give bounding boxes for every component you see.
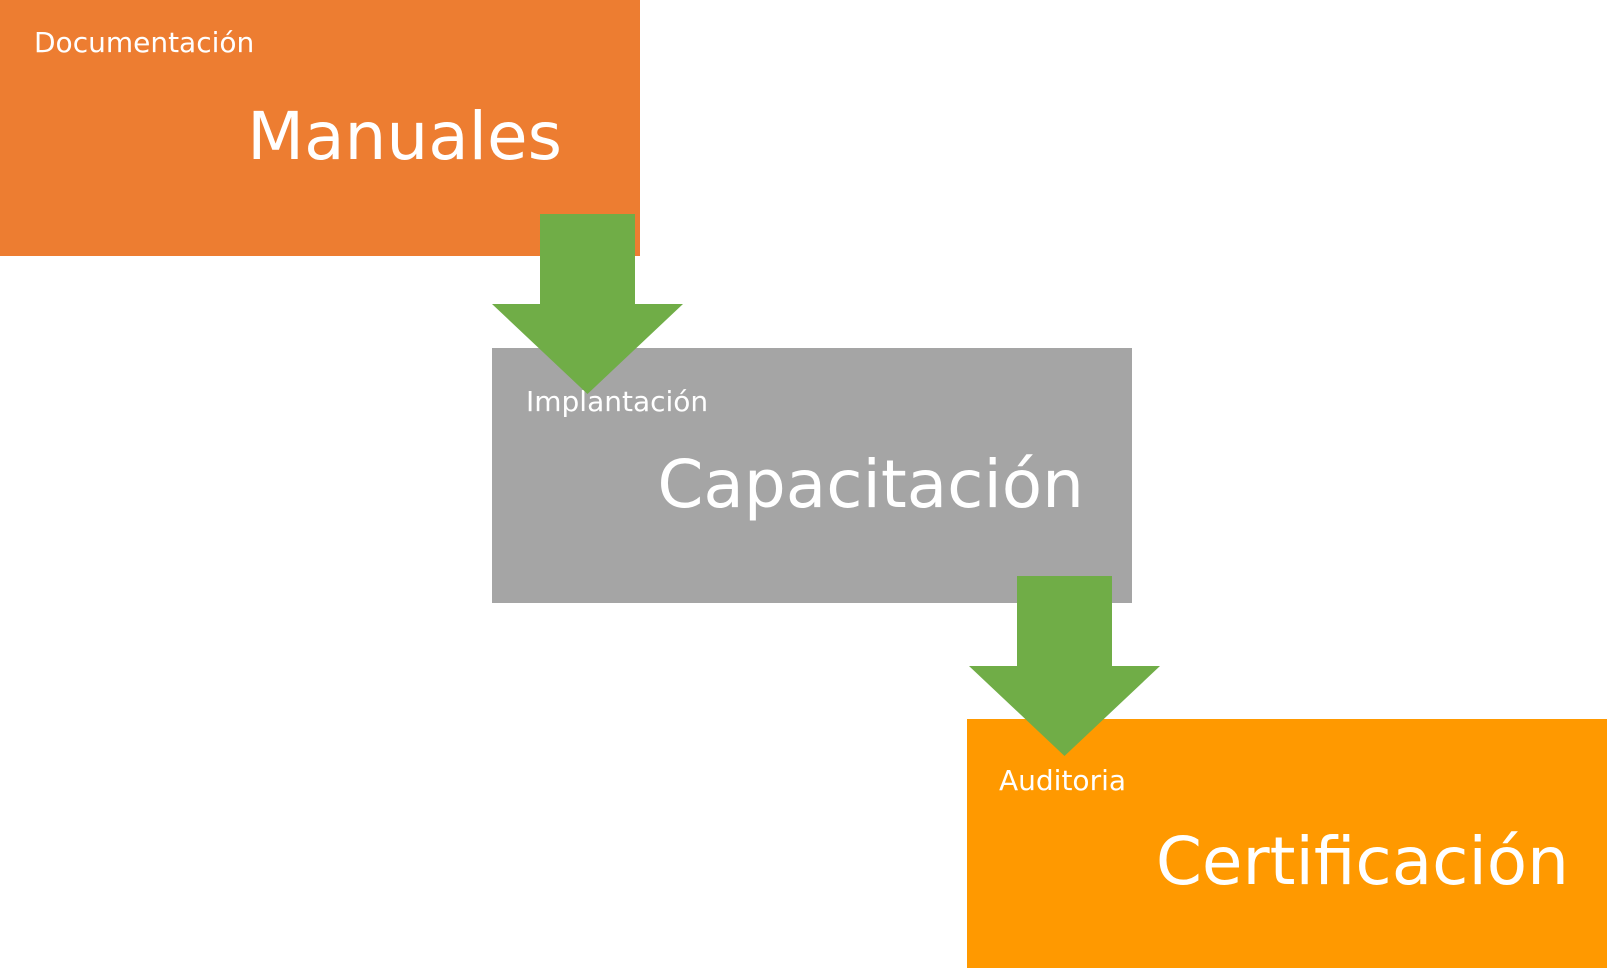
- step-category-label: Auditoria: [999, 764, 1127, 797]
- step-box-auditoria: Auditoria Certificación: [967, 719, 1607, 968]
- step-title: Manuales: [247, 98, 562, 175]
- arrow-down-icon: [969, 576, 1160, 756]
- step-box-implantacion: Implantación Capacitación: [492, 348, 1132, 603]
- step-category-label: Documentación: [34, 26, 255, 59]
- arrow-shape: [492, 214, 683, 394]
- arrow-down-icon: [492, 214, 683, 394]
- step-title: Capacitación: [657, 446, 1084, 523]
- step-box-documentacion: Documentación Manuales: [0, 0, 640, 256]
- arrow-shape: [969, 576, 1160, 756]
- step-category-label: Implantación: [526, 385, 709, 418]
- step-title: Certificación: [1155, 823, 1569, 900]
